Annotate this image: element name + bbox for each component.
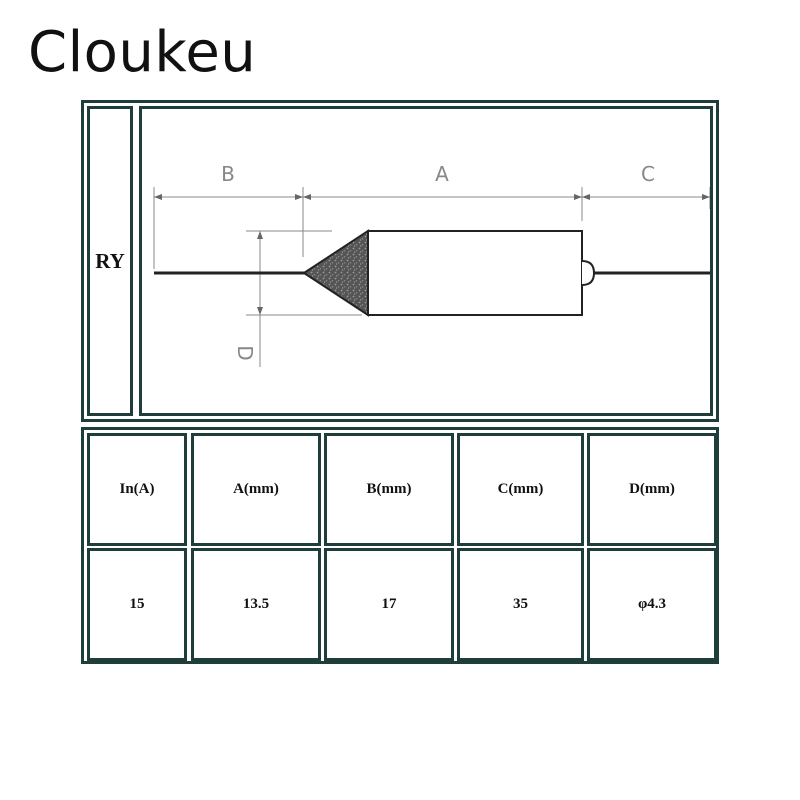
fuse-sealed-cone bbox=[302, 229, 369, 317]
table-cell: 15 bbox=[87, 548, 187, 661]
table-cell: 35 bbox=[457, 548, 584, 661]
fuse-dimension-drawing: B A C D bbox=[139, 106, 713, 416]
arrowhead bbox=[257, 307, 263, 315]
arrowhead bbox=[295, 194, 303, 200]
arrowhead bbox=[303, 194, 311, 200]
table-header-cell: C(mm) bbox=[457, 433, 584, 546]
fuse-body bbox=[367, 230, 583, 316]
table-header-cell: A(mm) bbox=[191, 433, 321, 546]
arrowhead bbox=[154, 194, 162, 200]
arrowhead bbox=[257, 231, 263, 239]
fuse-drawing-svg: B A C D bbox=[153, 162, 710, 367]
model-label: RY bbox=[87, 106, 133, 416]
table-cell: 13.5 bbox=[191, 548, 321, 661]
dimension-label-a: A bbox=[435, 162, 449, 186]
arrowhead bbox=[574, 194, 582, 200]
fuse-diagram-panel: RY bbox=[81, 100, 719, 422]
arrowhead bbox=[582, 194, 590, 200]
dimension-label-b: B bbox=[221, 162, 235, 186]
dimension-label-c: C bbox=[641, 162, 655, 186]
brand-logo-text: Cloukeu bbox=[28, 20, 257, 85]
dimension-label-d: D bbox=[233, 345, 257, 360]
table-header-cell: In(A) bbox=[87, 433, 187, 546]
table-header-cell: B(mm) bbox=[324, 433, 454, 546]
arrowhead bbox=[702, 194, 710, 200]
table-header-cell: D(mm) bbox=[587, 433, 717, 546]
table-cell: 17 bbox=[324, 548, 454, 661]
fuse-end-cap bbox=[581, 260, 596, 286]
table-cell: φ4.3 bbox=[587, 548, 717, 661]
